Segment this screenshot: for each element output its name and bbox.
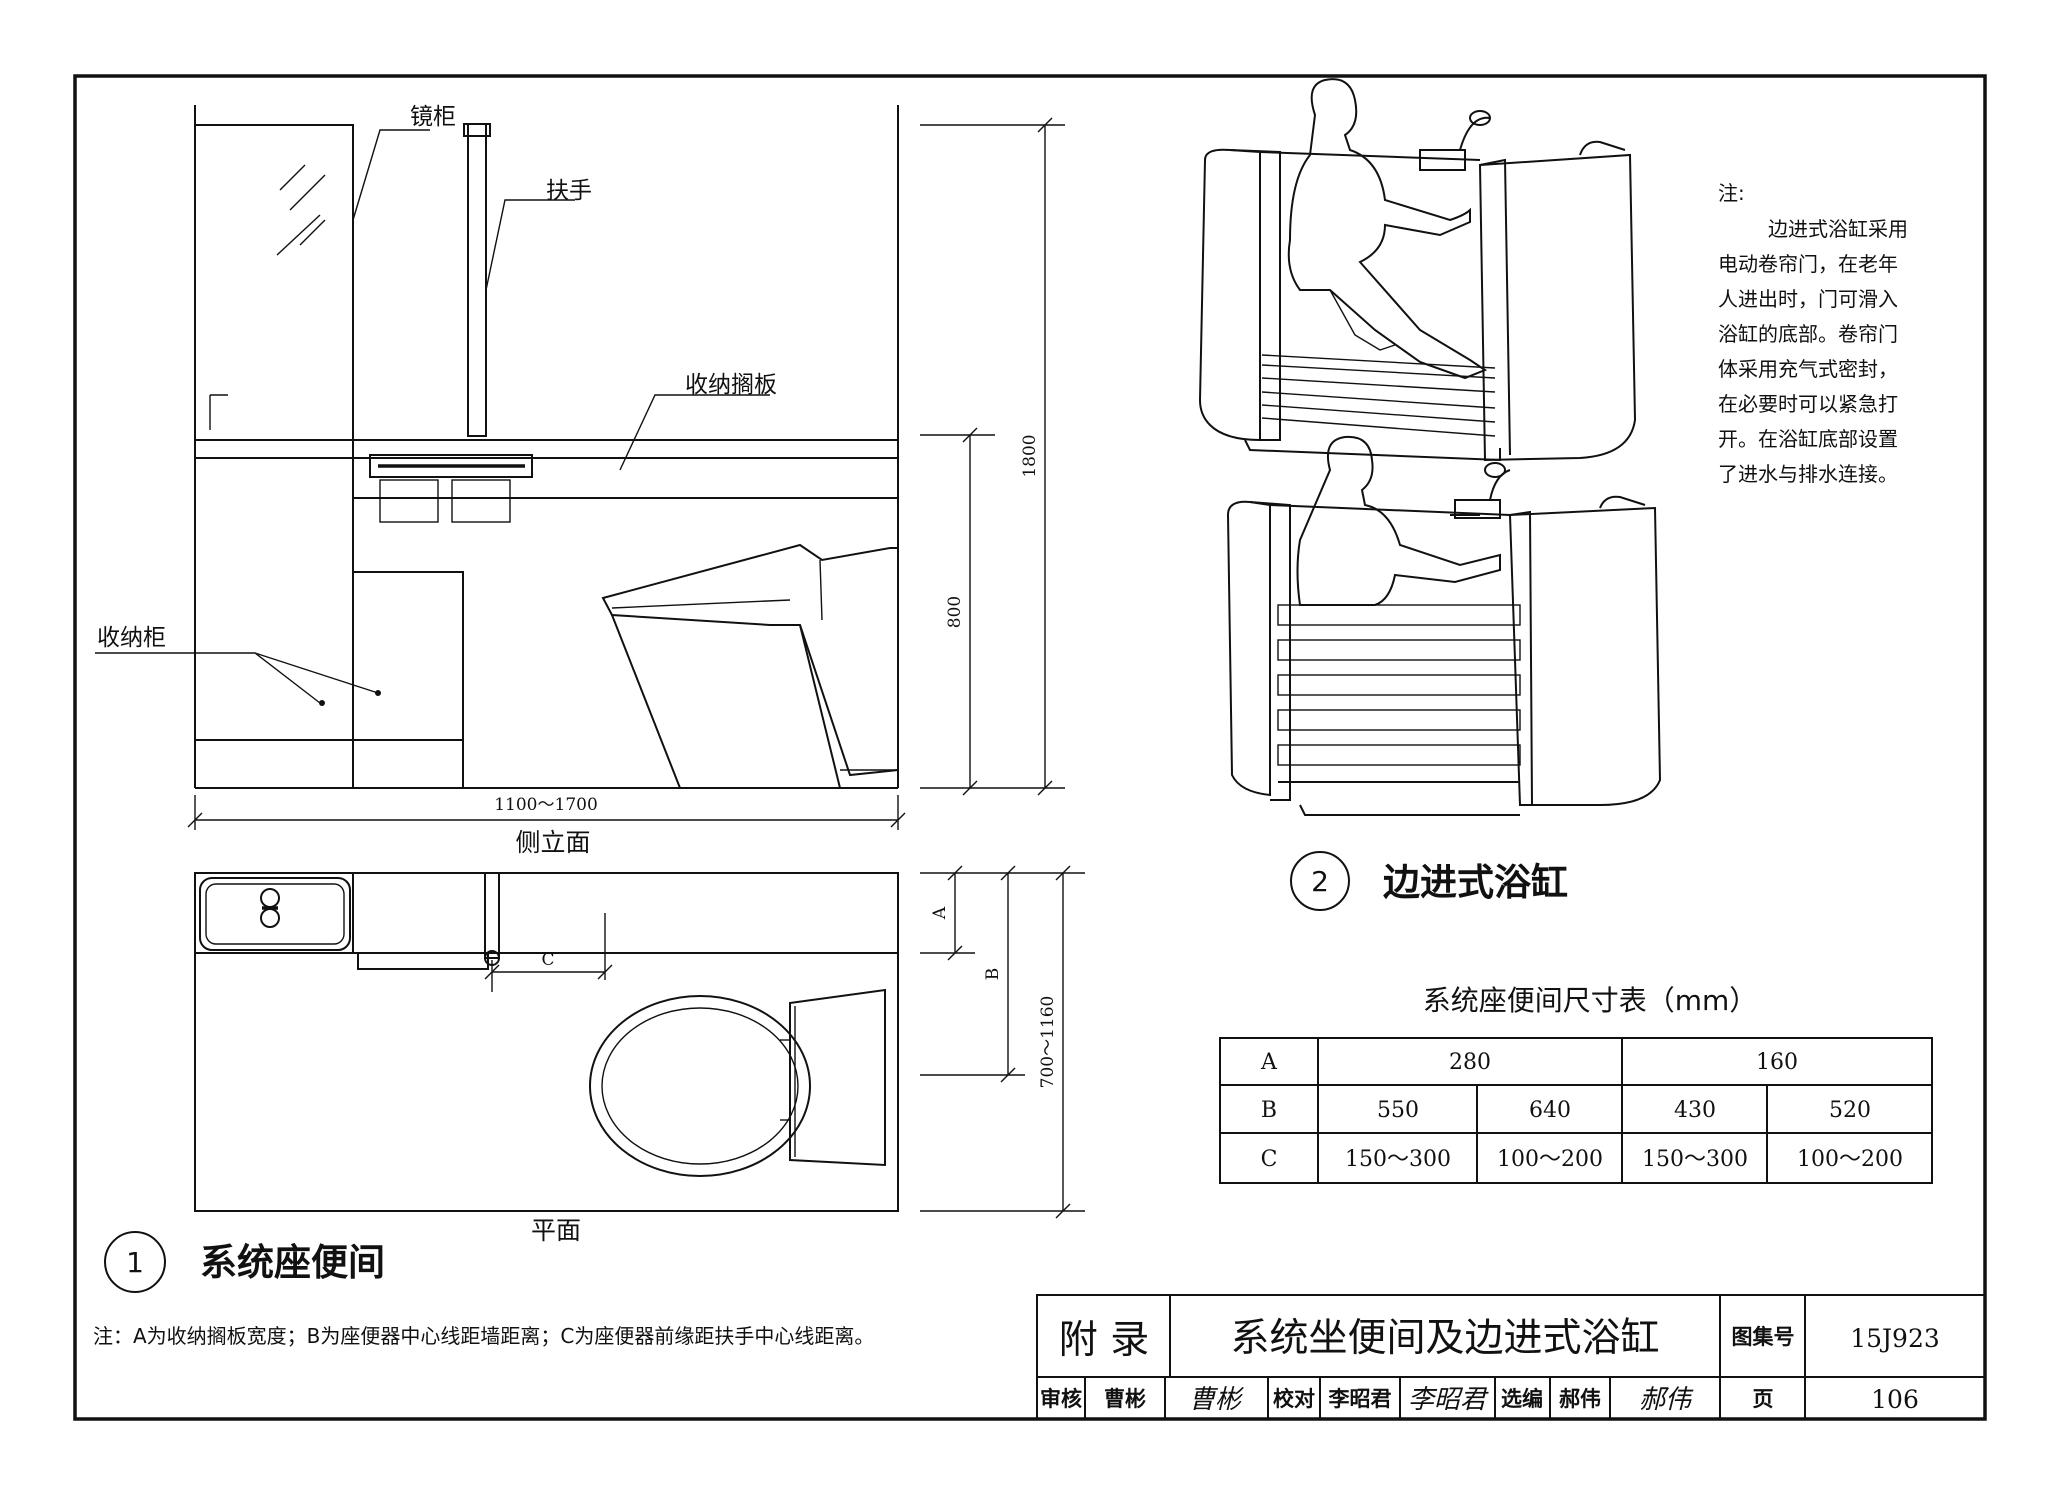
dim-total-height: 1800 <box>1020 434 1040 477</box>
table-cell: 100～200 <box>1497 1147 1603 1172</box>
dim-a: A <box>930 906 950 920</box>
reviewer-signature: 曹彬 <box>1189 1385 1244 1415</box>
bathtub-door-closed-illustration <box>1226 435 1662 816</box>
table-row-label: B <box>1261 1098 1277 1123</box>
title-block-page-number: 106 <box>1871 1385 1919 1414</box>
toilet-side-view <box>601 543 899 777</box>
title-block-reviewer: 曹彬 <box>1104 1387 1146 1411</box>
label-storage-cabinet: 收纳柜 <box>97 625 166 651</box>
title-block-check-label: 校对 <box>1273 1387 1315 1411</box>
author-signature: 郝伟 <box>1639 1385 1694 1415</box>
title-block-author-label: 选编 <box>1501 1387 1543 1411</box>
bathtub-note-line: 浴缸的底部。卷帘门 <box>1718 322 1898 346</box>
mirror-cabinet <box>194 124 354 441</box>
table-cell: 100～200 <box>1797 1147 1903 1172</box>
handrail-pole <box>467 123 487 437</box>
bathtub-note-line: 边进式浴缸采用 <box>1768 217 1908 241</box>
section-1-title: 系统座便间 <box>200 1241 385 1284</box>
caption-elevation: 侧立面 <box>515 828 590 857</box>
title-block-atlas-number: 15J923 <box>1850 1324 1940 1353</box>
size-table: 系统座便间尺寸表（mm） A 280 160 B 550 640 430 520… <box>1219 984 1933 1184</box>
table-cell: 150～300 <box>1345 1147 1451 1172</box>
title-block-drawing-title: 系统坐便间及边进式浴缸 <box>1230 1316 1659 1361</box>
title-block-review-label: 审核 <box>1040 1387 1082 1411</box>
table-cell: 640 <box>1529 1098 1571 1123</box>
bathtub-note-heading: 注: <box>1718 181 1745 205</box>
dim-b: B <box>983 968 1003 981</box>
title-block-page-label: 页 <box>1753 1387 1774 1411</box>
footnote: 注：A为收纳搁板宽度；B为座便器中心线距墙距离；C为座便器前缘距扶手中心线距离。 <box>93 1324 874 1348</box>
table-row-label: C <box>1261 1147 1278 1172</box>
title-block-atlas-label: 图集号 <box>1732 1325 1795 1349</box>
dim-c: C <box>541 950 554 970</box>
table-cell: 430 <box>1674 1098 1716 1123</box>
storage-cabinet <box>352 571 464 789</box>
table-cell: 150～300 <box>1642 1147 1748 1172</box>
table-cell: 550 <box>1377 1098 1419 1123</box>
title-block-author: 郝伟 <box>1559 1387 1601 1411</box>
section-2-marker <box>1290 851 1350 911</box>
dim-width: 1100～1700 <box>494 795 598 815</box>
table-cell: 160 <box>1756 1050 1798 1075</box>
bathtub-door-open-illustration <box>1198 78 1637 462</box>
toilet-plan-view <box>589 995 811 1177</box>
sheet-frame <box>73 74 1987 1421</box>
bathtub-note-line: 人进出时，门可滑入 <box>1718 287 1898 311</box>
label-mirror-cabinet: 镜柜 <box>410 104 456 130</box>
bathtub-note-line: 体采用充气式密封， <box>1718 357 1898 381</box>
section-1-marker <box>104 1231 166 1293</box>
table-row-label: A <box>1260 1050 1278 1075</box>
size-table-title: 系统座便间尺寸表（mm） <box>1423 984 1758 1017</box>
table-cell: 520 <box>1829 1098 1871 1123</box>
bathtub-note-line: 了进水与排水连接。 <box>1718 462 1898 486</box>
checker-signature: 李昭君 <box>1408 1385 1489 1415</box>
storage-shelf <box>352 439 899 499</box>
bathtub-note-line: 电动卷帘门，在老年 <box>1718 252 1898 276</box>
title-block: 附 录 系统坐便间及边进式浴缸 图集号 15J923 审核 曹彬 曹彬 校对 李… <box>1036 1294 1986 1420</box>
section-2-title: 边进式浴缸 <box>1383 861 1568 904</box>
bathtub-note-line: 在必要时可以紧急打 <box>1718 392 1898 416</box>
title-block-checker: 李昭君 <box>1328 1387 1392 1411</box>
table-cell: 280 <box>1449 1050 1491 1075</box>
section-2-number: 2 <box>1311 865 1329 898</box>
section-1-number: 1 <box>126 1246 144 1279</box>
title-block-category: 附 录 <box>1059 1318 1149 1363</box>
label-handrail: 扶手 <box>546 178 592 204</box>
plan-drawing: C A B 700～1160 平面 <box>194 865 1085 1245</box>
dim-counter-height: 800 <box>945 596 965 628</box>
bathtub-note-line: 开。在浴缸底部设置 <box>1718 427 1898 451</box>
bathtub-note: 注: 边进式浴缸采用 电动卷帘门，在老年 人进出时，门可滑入 浴缸的底部。卷帘门… <box>1718 181 1908 486</box>
label-storage-shelf: 收纳搁板 <box>685 372 777 398</box>
side-elevation-drawing: 镜柜 扶手 收纳搁板 收纳柜 1800 800 1100～1700 侧立面 <box>95 104 1065 857</box>
dim-plan-depth: 700～1160 <box>1038 996 1058 1089</box>
caption-plan: 平面 <box>531 1216 581 1245</box>
